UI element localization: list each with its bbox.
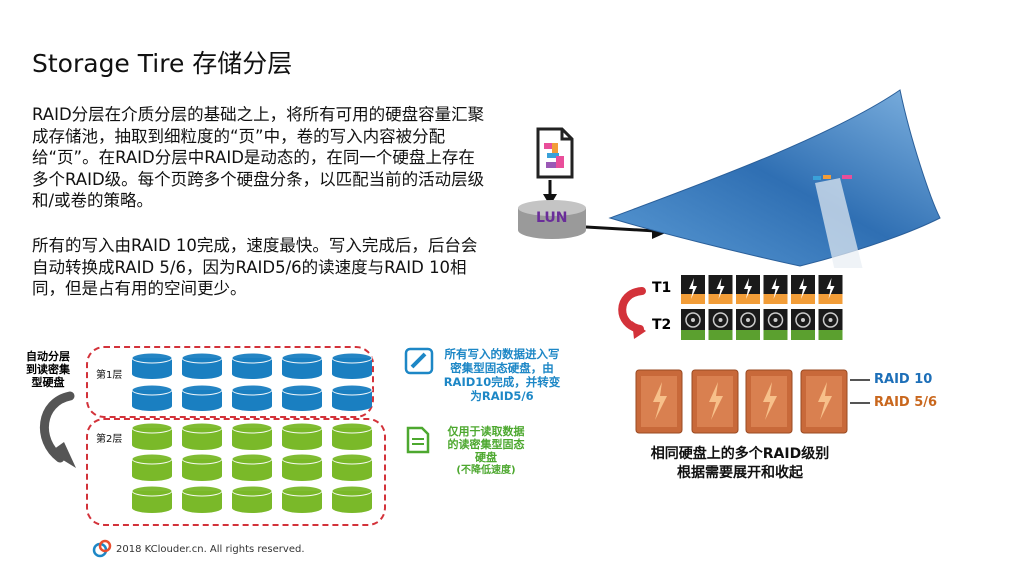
auto-tier-label-line: 型硬盘 — [31, 376, 65, 389]
paragraph-raid-write: 所有的写入由RAID 10完成，速度最快。写入完成后，后台会自动转换成RAID … — [32, 236, 478, 298]
t1-label: T1 — [652, 280, 672, 296]
raid-disk-icon — [800, 369, 848, 434]
ssd-drive-icon — [791, 275, 815, 304]
raid10-line — [850, 379, 870, 381]
raid56-line — [850, 402, 870, 404]
ssd-drive-icon — [681, 275, 705, 304]
tier2-disk — [331, 453, 373, 481]
ssd-drive-icon — [818, 275, 843, 304]
note-write-line: 所有写入的数据进入写 — [444, 347, 560, 361]
ssd-drive-icon — [708, 275, 733, 304]
tier2-box — [86, 418, 386, 526]
tier1-disk — [181, 384, 223, 411]
note-read-intensive: 仅用于读取数据 的读密集型固态 硬盘 (不降低速度) — [438, 425, 534, 477]
pen-note-icon — [404, 347, 434, 375]
tier1-disk — [331, 384, 373, 411]
cycle-arrow-icon — [618, 287, 646, 339]
down-arrow-icon — [543, 180, 557, 206]
auto-tier-label-line: 到读密集 — [26, 363, 70, 376]
kclouder-logo — [92, 539, 112, 558]
hdd-drive-icon — [763, 309, 788, 340]
hdd-drive-icon — [818, 309, 843, 340]
note-read-line: 的读密集型固态 — [447, 438, 525, 451]
raid-caption: 相同硬盘上的多个RAID级别 根据需要展开和收起 — [612, 445, 868, 483]
tier2-disk — [331, 422, 373, 450]
tier1-disk — [231, 384, 273, 411]
tier2-disk — [131, 485, 173, 513]
note-write-line: RAID10完成，并转变 — [443, 375, 561, 389]
tier1-disk — [281, 352, 323, 379]
tier2-disk — [181, 422, 223, 450]
tier1-disk — [281, 384, 323, 411]
raid56-label: RAID 5/6 — [874, 395, 938, 410]
hdd-drive-icon — [681, 309, 705, 340]
tier2-disk — [131, 422, 173, 450]
raid-caption-line: 相同硬盘上的多个RAID级别 — [650, 446, 830, 462]
note-read-sub: (不降低速度) — [456, 465, 516, 476]
tier1-label: 第1层 — [96, 370, 123, 381]
tier2-disk — [231, 422, 273, 450]
tier1-box — [86, 346, 374, 418]
note-read-line: 硬盘 — [475, 451, 497, 464]
tier2-disk — [281, 485, 323, 513]
copyright-text: 2018 KClouder.cn. All rights reserved. — [116, 544, 305, 555]
tier1-disk — [231, 352, 273, 379]
raid10-label: RAID 10 — [874, 372, 933, 387]
tier2-disk — [231, 485, 273, 513]
raid-disk-icon — [635, 369, 683, 434]
document-file-icon — [536, 127, 574, 179]
t2-label: T2 — [652, 317, 672, 333]
ssd-drive-icon — [736, 275, 760, 304]
auto-tier-label: 自动分层 到读密集 型硬盘 — [18, 350, 78, 389]
note-write-line: 为RAID5/6 — [470, 389, 534, 403]
tier1-disk — [181, 352, 223, 379]
tier2-disk — [331, 485, 373, 513]
raid-disk-icon — [691, 369, 739, 434]
note-write-line: 密集型固态硬盘，由 — [450, 361, 554, 375]
tier2-disk — [131, 453, 173, 481]
tier2-disk — [181, 485, 223, 513]
tier2-disk — [281, 422, 323, 450]
tier2-label: 第2层 — [96, 434, 123, 445]
auto-tier-label-line: 自动分层 — [26, 350, 70, 363]
tier2-disk — [181, 453, 223, 481]
lun-label: LUN — [536, 210, 568, 226]
page-title: Storage Tire 存储分层 — [32, 49, 293, 78]
hdd-drive-icon — [708, 309, 733, 340]
tier2-disk — [231, 453, 273, 481]
document-icon — [406, 426, 430, 454]
paragraph-raid-tiering: RAID分层在介质分层的基础之上，将所有可用的硬盘容量汇聚成存储池，抽取到细粒度… — [32, 105, 485, 210]
tier1-disk — [131, 384, 173, 411]
raid-caption-line: 根据需要展开和收起 — [677, 465, 803, 481]
note-read-line: 仅用于读取数据 — [447, 425, 525, 438]
hdd-drive-icon — [736, 309, 760, 340]
tier2-disk — [281, 453, 323, 481]
storage-pool-surface — [608, 89, 941, 268]
curved-arrow-icon — [40, 391, 76, 468]
lun-cylinder — [518, 200, 586, 239]
tier1-disk — [331, 352, 373, 379]
tier1-disk — [131, 352, 173, 379]
ssd-drive-icon — [763, 275, 788, 304]
raid-disk-icon — [745, 369, 793, 434]
hdd-drive-icon — [791, 309, 815, 340]
note-write-intensive: 所有写入的数据进入写 密集型固态硬盘，由 RAID10完成，并转变 为RAID5… — [432, 347, 572, 403]
